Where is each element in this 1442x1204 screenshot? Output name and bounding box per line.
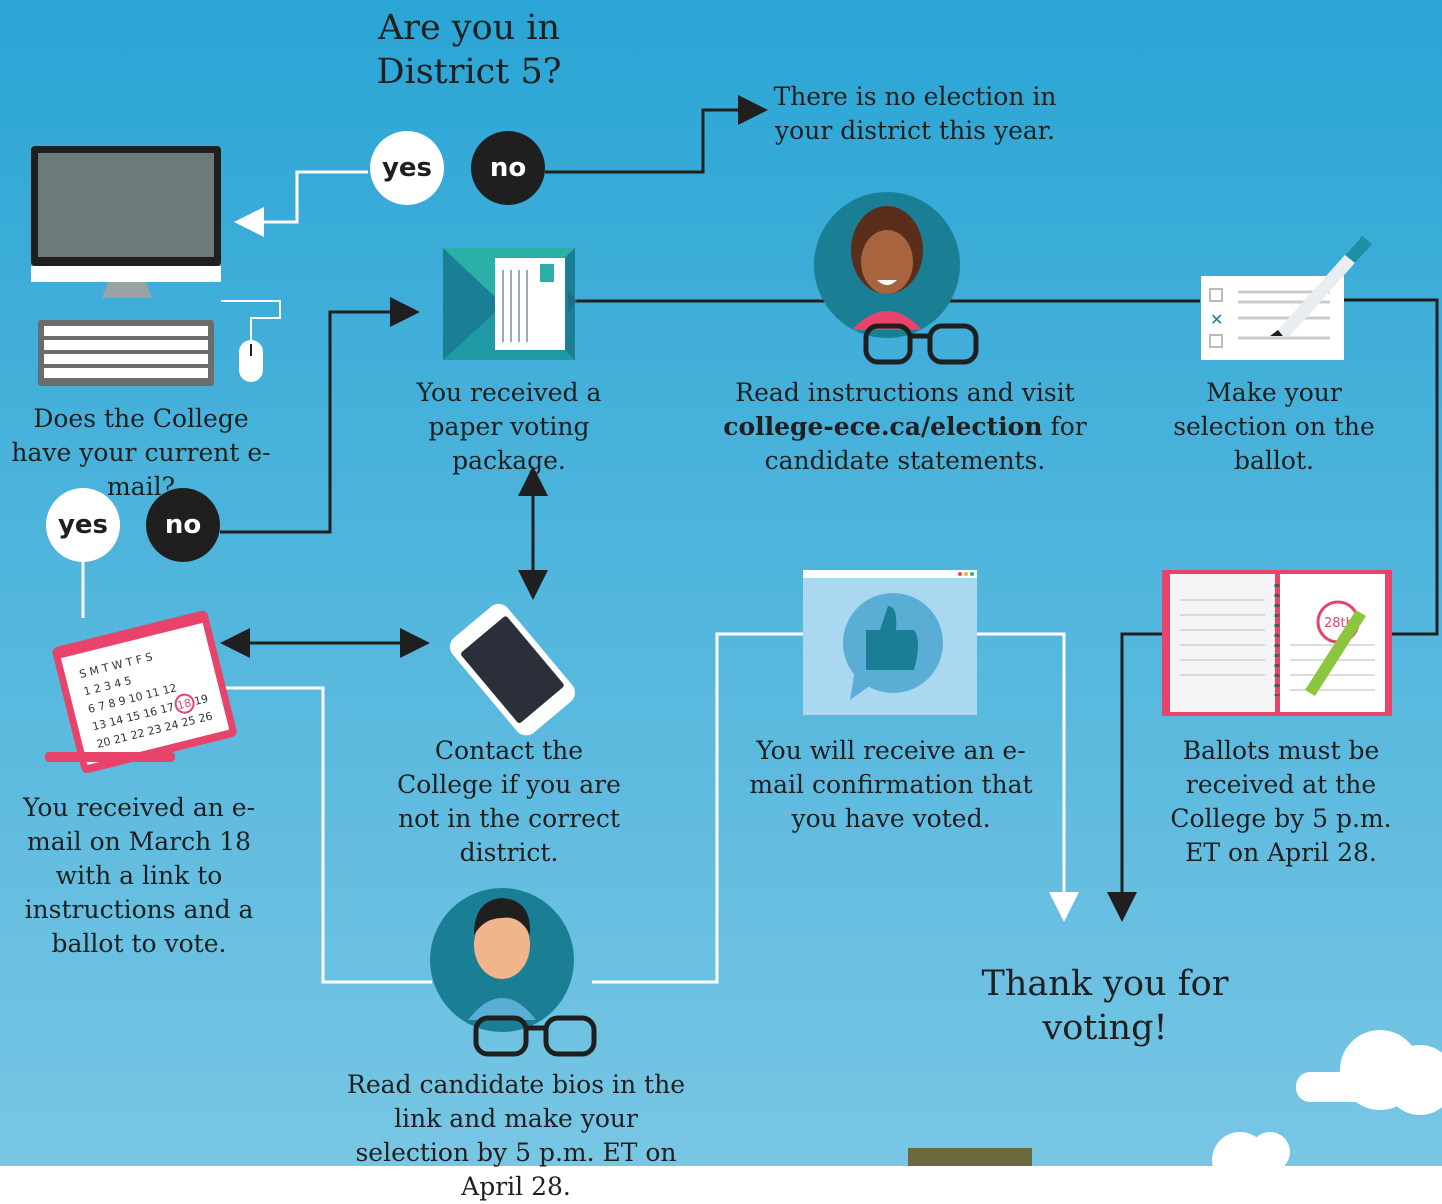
connector-district-yes xyxy=(234,170,368,237)
email-confirmation-text: You will receive an e-mail confirmation … xyxy=(749,736,1033,833)
make-selection-text: Make your selection on the ballot. xyxy=(1173,378,1375,475)
question-district: Are you in District 5? xyxy=(376,8,562,92)
computer-icon xyxy=(31,146,281,386)
connector-notebook-thanks xyxy=(1107,632,1162,922)
thank-you-text: Thank you for voting! xyxy=(981,964,1229,1048)
paper-package-text: You received a paper voting package. xyxy=(416,378,602,475)
woman-avatar xyxy=(814,192,979,365)
email-no-button[interactable]: no xyxy=(146,488,220,562)
ballots-deadline-text: Ballots must be received at the College … xyxy=(1170,736,1392,867)
read-instructions-text: Read instructions and visit college-ece.… xyxy=(718,376,1092,478)
contact-college-text: Contact the College if you are not in th… xyxy=(397,736,621,867)
cloud-right xyxy=(1296,1030,1442,1115)
calendar-icon: S M T W T F S 1 2 3 4 5 6 7 8 9 10 11 12… xyxy=(52,610,237,774)
read-bios-text: Read candidate bios in the link and make… xyxy=(347,1070,685,1201)
envelope-icon xyxy=(443,248,577,360)
read-instructions-suffix: for candidate statements. xyxy=(764,412,1087,475)
email-question-text: Does the College have your current e-mai… xyxy=(11,404,271,501)
svg-text:✕: ✕ xyxy=(1210,310,1223,329)
district-no-button[interactable]: no xyxy=(471,131,545,205)
connector-calendar-bios xyxy=(215,686,432,984)
connector-district-no xyxy=(545,95,768,174)
flow-diagram: ✕ S M T W T F S 1 2 3 4 5 6 7 8 9 10 11 … xyxy=(31,95,1442,1166)
pen-icon xyxy=(45,752,175,762)
ballot-icon: ✕ xyxy=(1201,236,1372,360)
email-received-text: You received an e-mail on March 18 with … xyxy=(22,793,256,958)
read-instructions-prefix: Read instructions and visit xyxy=(735,378,1075,407)
connector-bios-confirmation xyxy=(592,632,803,984)
building-roof xyxy=(908,1148,1032,1166)
connector-ballot-notebook xyxy=(1344,298,1439,636)
district-yes-button[interactable]: yes xyxy=(370,131,444,205)
notebook-icon: 28th xyxy=(1162,570,1392,716)
phone-icon xyxy=(449,603,575,736)
email-yes-button[interactable]: yes xyxy=(46,488,120,562)
connector-email-no xyxy=(220,297,420,534)
man-avatar xyxy=(430,888,597,1057)
election-link[interactable]: college-ece.ca/election xyxy=(723,412,1043,441)
confirmation-window-icon xyxy=(803,570,977,715)
connector-confirmation-thanks xyxy=(977,632,1079,922)
no-election-text: There is no election in your district th… xyxy=(773,82,1057,145)
cloud-bottom xyxy=(1212,1132,1290,1166)
